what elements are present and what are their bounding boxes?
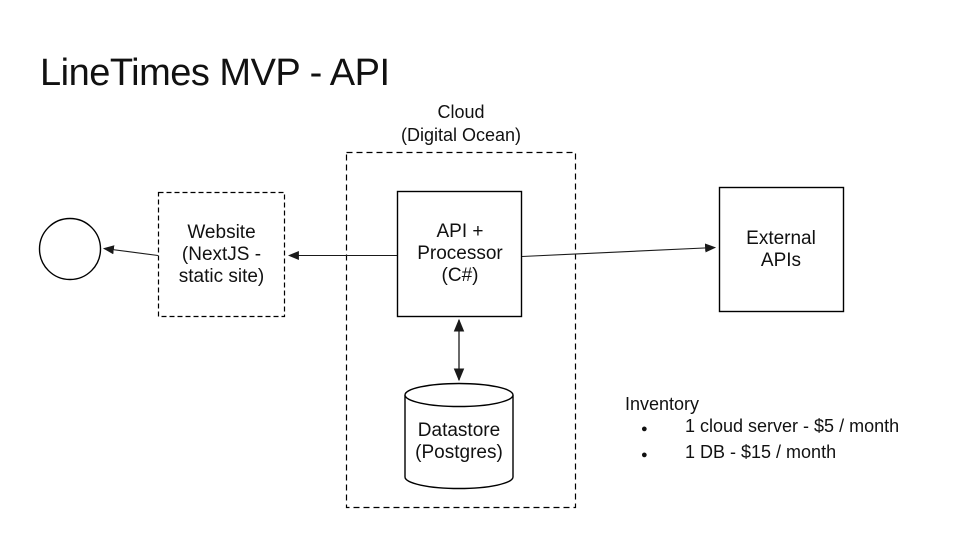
api-node-box [396,190,523,318]
external-apis-node-label: External APIs [746,227,816,271]
bullet-icon: ● [641,423,648,435]
edge-website-to-user-arrow [102,245,159,257]
external-apis-node-box [718,186,845,313]
website-node-box [157,191,286,318]
inventory-heading: Inventory [625,394,700,414]
datastore-cylinder-top [404,382,514,408]
bullet-icon: ● [641,449,648,461]
cloud-boundary-box [345,151,577,509]
datastore-node-label: Datastore (Postgres) [415,420,503,463]
list-item: ● 1 DB - $15 / month [625,441,925,467]
list-item: ● 1 cloud server - $5 / month [625,415,925,441]
edge-api-to-external-arrow [521,243,717,258]
user-circle [38,217,102,281]
cloud-label: Cloud (Digital Ocean) [400,102,522,145]
inventory-list: Inventory ● 1 cloud server - $5 / month … [625,393,925,467]
inventory-item-text: 1 cloud server - $5 / month [685,416,900,436]
api-node-label: API + Processor (C#) [417,221,503,286]
website-node-label: Website (NextJS - static site) [178,221,265,287]
datastore-cylinder-body [404,395,514,490]
page-title: LineTimes MVP - API [40,52,390,94]
inventory-item-text: 1 DB - $15 / month [685,442,837,462]
